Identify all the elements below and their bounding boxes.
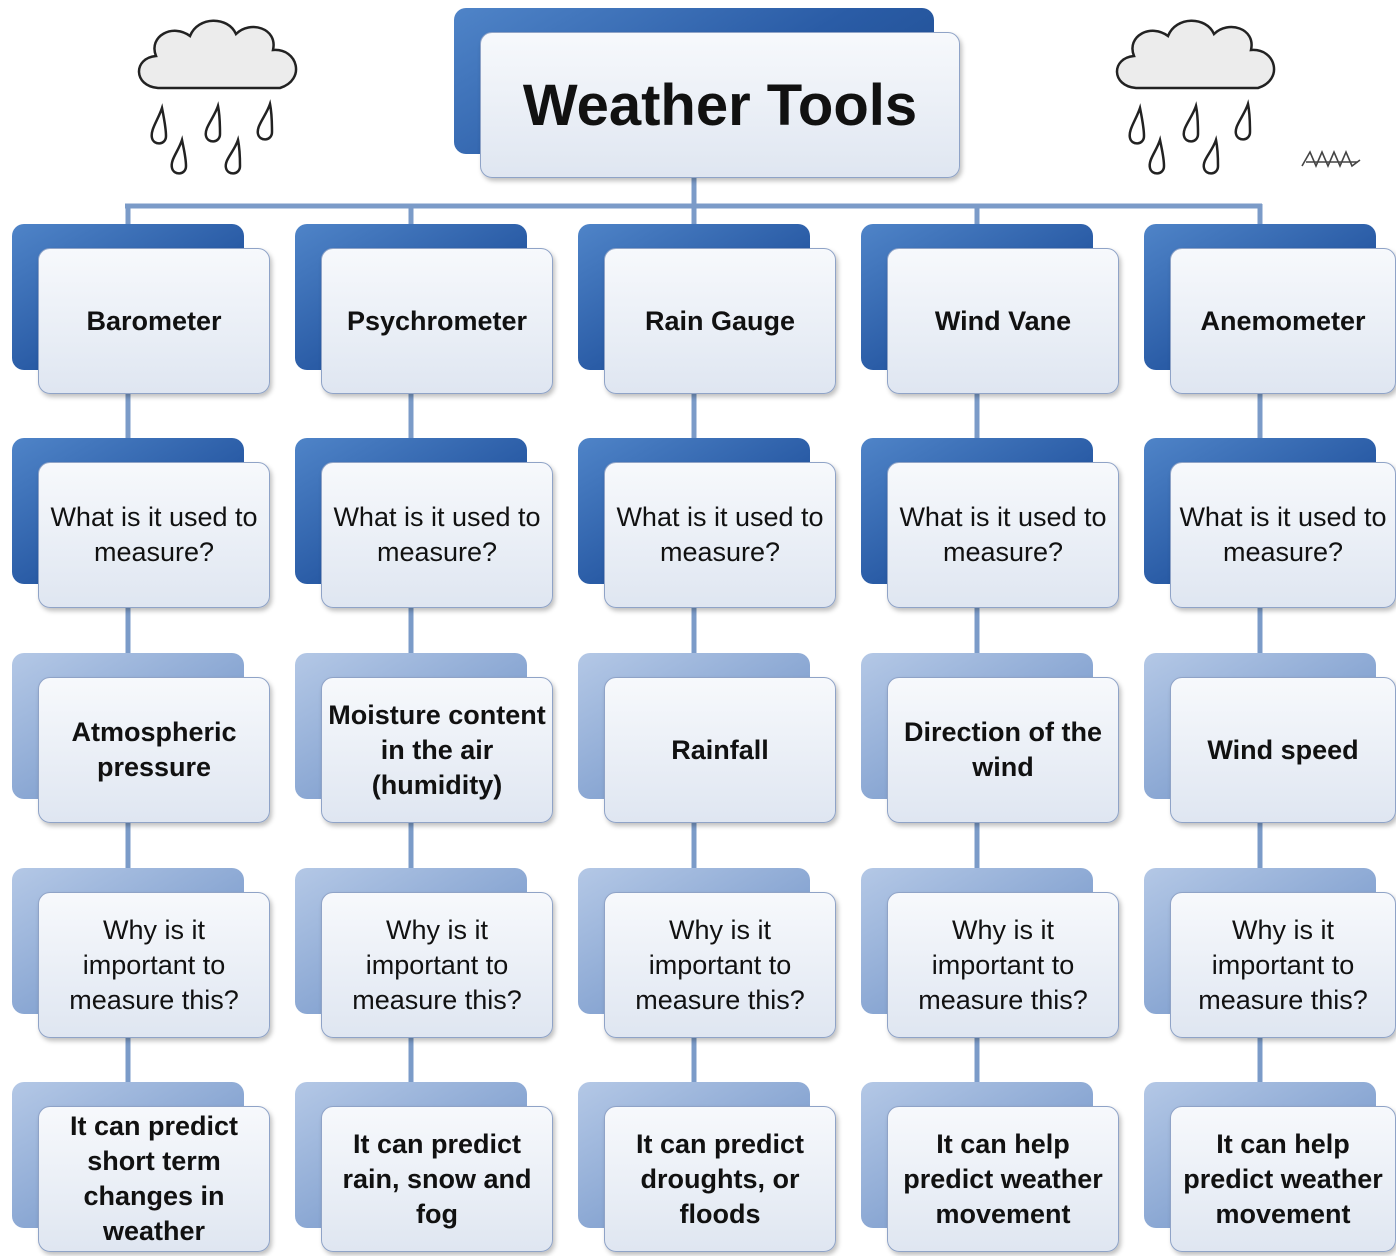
tool-label: Wind Vane	[887, 248, 1119, 394]
rain-cloud-icon	[1115, 19, 1276, 175]
page-title: Weather Tools	[480, 32, 960, 178]
question-label: Why is it important to measure this?	[38, 892, 270, 1038]
tool-label: Psychrometer	[321, 248, 553, 394]
answer-label: It can predict short term changes in wea…	[38, 1106, 270, 1252]
tool-label: Anemometer	[1170, 248, 1396, 394]
question-label: Why is it important to measure this?	[887, 892, 1119, 1038]
measures-label: Atmospheric pressure	[38, 677, 270, 823]
signature-logo-icon	[1301, 149, 1361, 169]
answer-label: It can predict rain, snow and fog	[321, 1106, 553, 1252]
measures-label: Moisture content in the air (humidity)	[321, 677, 553, 823]
measures-label: Wind speed	[1170, 677, 1396, 823]
measures-label: Rainfall	[604, 677, 836, 823]
tool-label: Rain Gauge	[604, 248, 836, 394]
question-label: Why is it important to measure this?	[1170, 892, 1396, 1038]
question-label: What is it used to measure?	[604, 462, 836, 608]
question-label: Why is it important to measure this?	[321, 892, 553, 1038]
answer-label: It can help predict weather movement	[1170, 1106, 1396, 1252]
question-label: Why is it important to measure this?	[604, 892, 836, 1038]
measures-label: Direction of the wind	[887, 677, 1119, 823]
question-label: What is it used to measure?	[38, 462, 270, 608]
question-label: What is it used to measure?	[1170, 462, 1396, 608]
question-label: What is it used to measure?	[321, 462, 553, 608]
tool-label: Barometer	[38, 248, 270, 394]
question-label: What is it used to measure?	[887, 462, 1119, 608]
answer-label: It can help predict weather movement	[887, 1106, 1119, 1252]
answer-label: It can predict droughts, or floods	[604, 1106, 836, 1252]
rain-cloud-icon	[137, 19, 298, 175]
